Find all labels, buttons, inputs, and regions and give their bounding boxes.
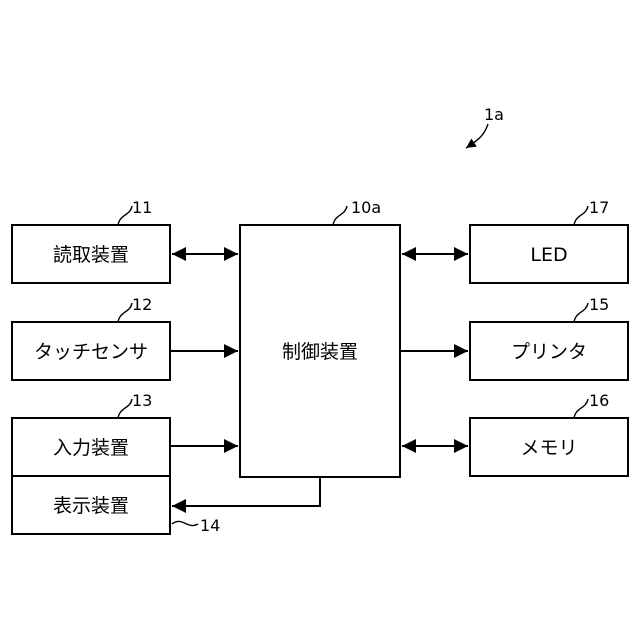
display-ref-leader: [172, 521, 198, 525]
controller-block: 制御装置 10a: [240, 198, 400, 477]
controller-label: 制御装置: [282, 341, 358, 363]
touch-sensor-label: タッチセンサ: [34, 341, 148, 363]
touch-sensor-ref-leader: [118, 303, 132, 322]
memory-label: メモリ: [520, 437, 577, 459]
touch-sensor-block: タッチセンサ 12: [12, 295, 170, 380]
printer-label: プリンタ: [511, 341, 587, 363]
reader-ref: 11: [132, 198, 152, 217]
touch-sensor-ref: 12: [132, 295, 152, 314]
led-label: LED: [530, 244, 567, 266]
display-label: 表示装置: [53, 495, 129, 517]
controller-ref-leader: [333, 206, 347, 225]
input-ref: 13: [132, 391, 152, 410]
led-ref: 17: [589, 198, 609, 217]
display-ref: 14: [200, 516, 220, 535]
printer-block: プリンタ 15: [470, 295, 628, 380]
printer-ref-leader: [574, 303, 588, 322]
controller-ref: 10a: [351, 198, 381, 217]
system-ref-label: 1a: [484, 105, 504, 124]
reader-block: 読取装置 11: [12, 198, 170, 283]
led-block: LED 17: [470, 198, 628, 283]
printer-ref: 15: [589, 295, 609, 314]
controller-to-display-arrow: [172, 477, 320, 506]
memory-ref-leader: [574, 399, 588, 418]
reader-ref-leader: [118, 206, 132, 225]
input-label: 入力装置: [53, 437, 129, 459]
system-ref-pointer: [466, 124, 488, 148]
input-ref-leader: [118, 399, 132, 418]
memory-block: メモリ 16: [470, 391, 628, 476]
memory-ref: 16: [589, 391, 609, 410]
led-ref-leader: [574, 206, 588, 225]
input-block: 入力装置 13: [12, 391, 170, 476]
reader-label: 読取装置: [53, 244, 129, 266]
